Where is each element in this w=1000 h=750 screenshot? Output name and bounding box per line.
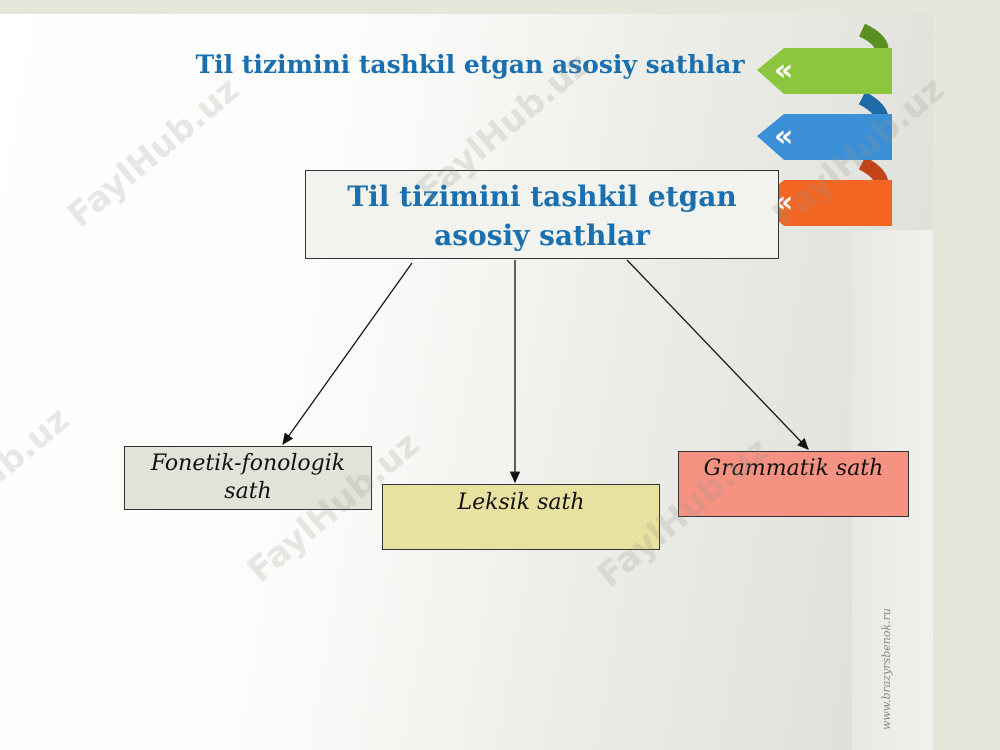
arrow-to-grammatik bbox=[626, 259, 809, 450]
green-chevron-icon: « bbox=[774, 53, 793, 88]
ribbon-arrows-decoration: « « « bbox=[757, 23, 892, 226]
node-fonetik-fonologik: Fonetik-fonologik sath bbox=[124, 446, 372, 510]
arrow-to-fonetik bbox=[282, 262, 413, 446]
green-ribbon bbox=[757, 48, 892, 94]
orange-ribbon bbox=[757, 180, 892, 226]
blue-ribbon bbox=[757, 114, 892, 160]
node-grammatik: Grammatik sath bbox=[678, 451, 909, 517]
slide-title: Til tizimini tashkil etgan asosiy sathla… bbox=[195, 50, 745, 79]
root-node-box: Til tizimini tashkil etgan asosiy sathla… bbox=[305, 170, 779, 259]
blue-chevron-icon: « bbox=[774, 119, 793, 154]
side-credit-text: www.brazyrsbenok.ru bbox=[880, 608, 893, 730]
node-leksik: Leksik sath bbox=[382, 484, 660, 550]
